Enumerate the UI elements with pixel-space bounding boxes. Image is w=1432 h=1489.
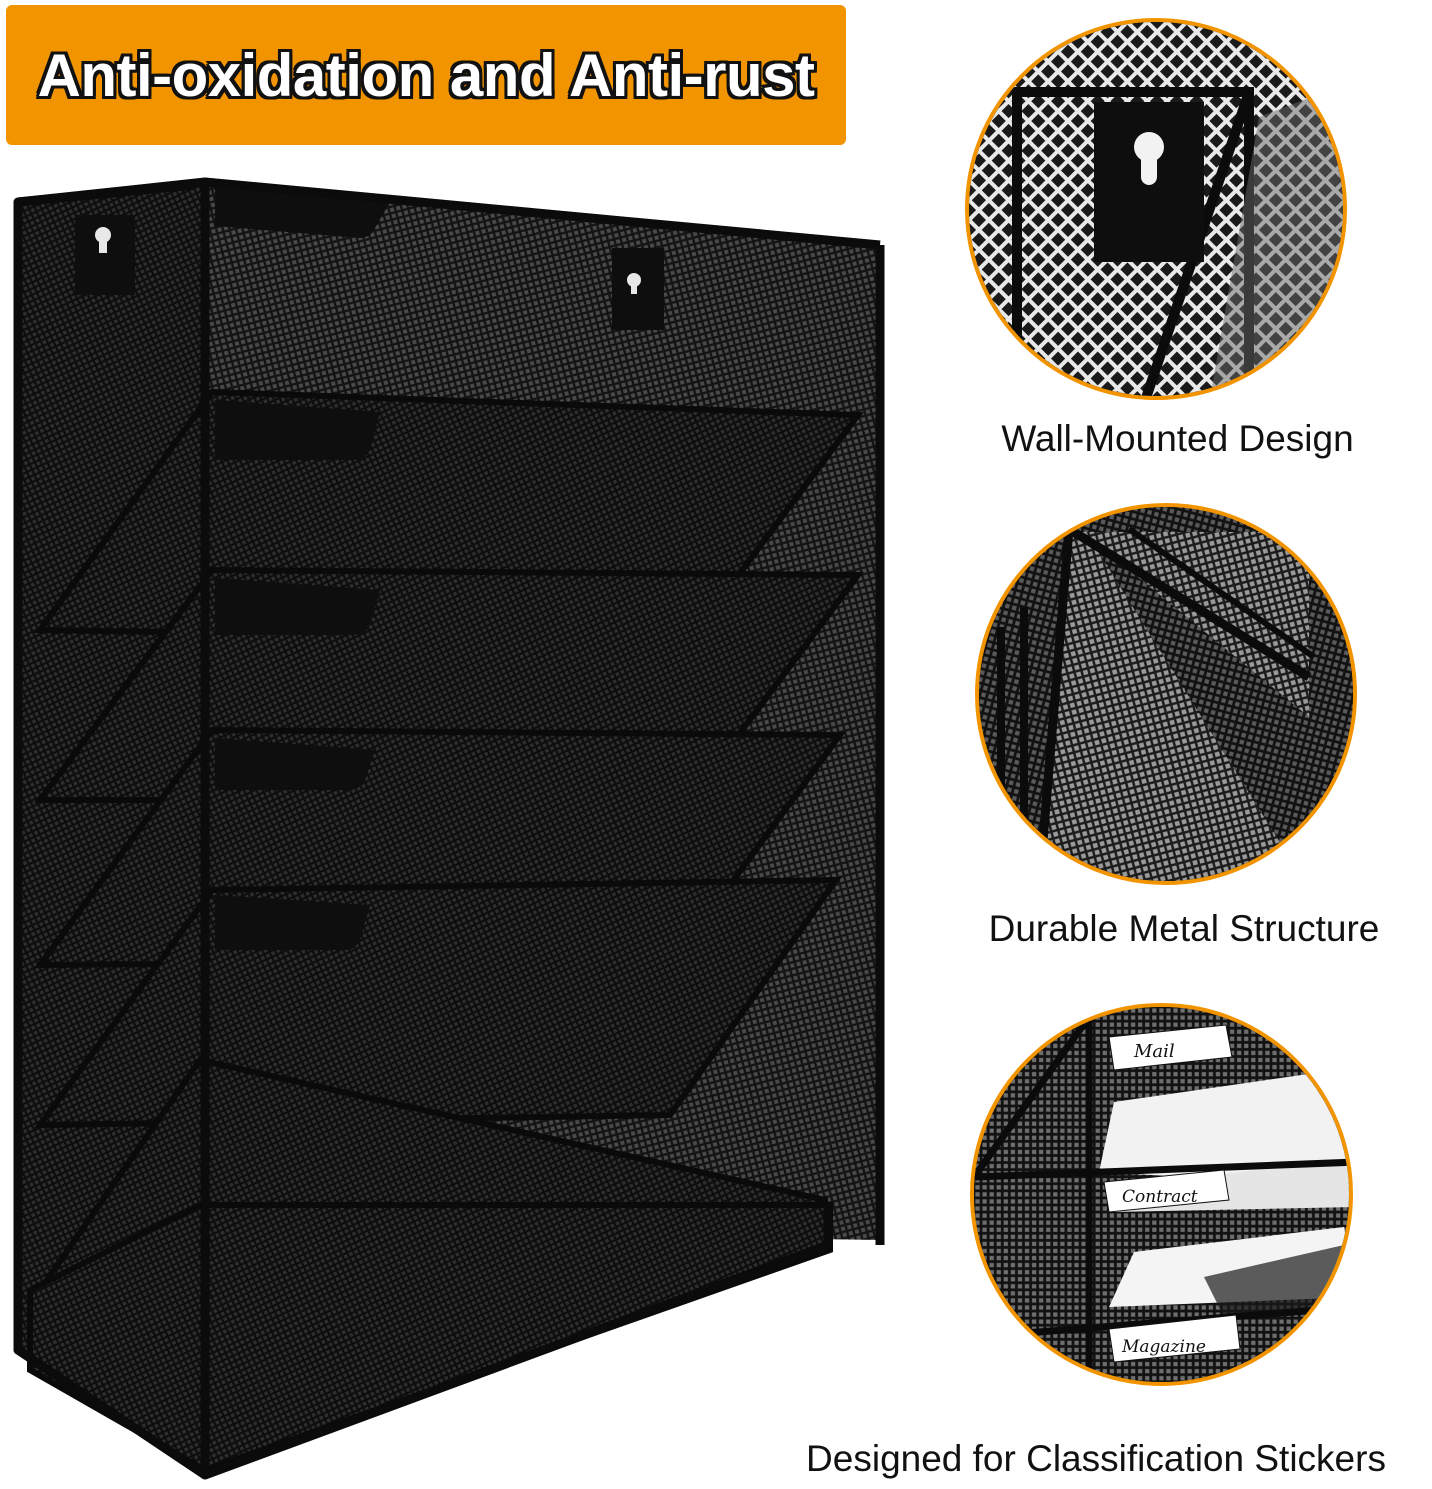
feature-caption-wall-mounted: Wall-Mounted Design (1001, 418, 1354, 459)
label-mail: Mail (1133, 1041, 1175, 1062)
feature-caption-metal-structure: Durable Metal Structure (988, 908, 1380, 949)
title-banner: Anti-oxidation and Anti-rust (6, 5, 846, 145)
label-magazine: Magazine (1121, 1337, 1206, 1357)
wall-mount-detail-image (965, 18, 1347, 400)
banner-title: Anti-oxidation and Anti-rust (37, 41, 815, 109)
product-image (0, 160, 900, 1484)
label-contract: Contract (1122, 1187, 1198, 1207)
classification-stickers-detail-image: Mail Contract Magazine (970, 1003, 1353, 1386)
metal-structure-detail-image (975, 503, 1357, 885)
feature-caption-classification-stickers: Designed for Classification Stickers (806, 1438, 1386, 1479)
